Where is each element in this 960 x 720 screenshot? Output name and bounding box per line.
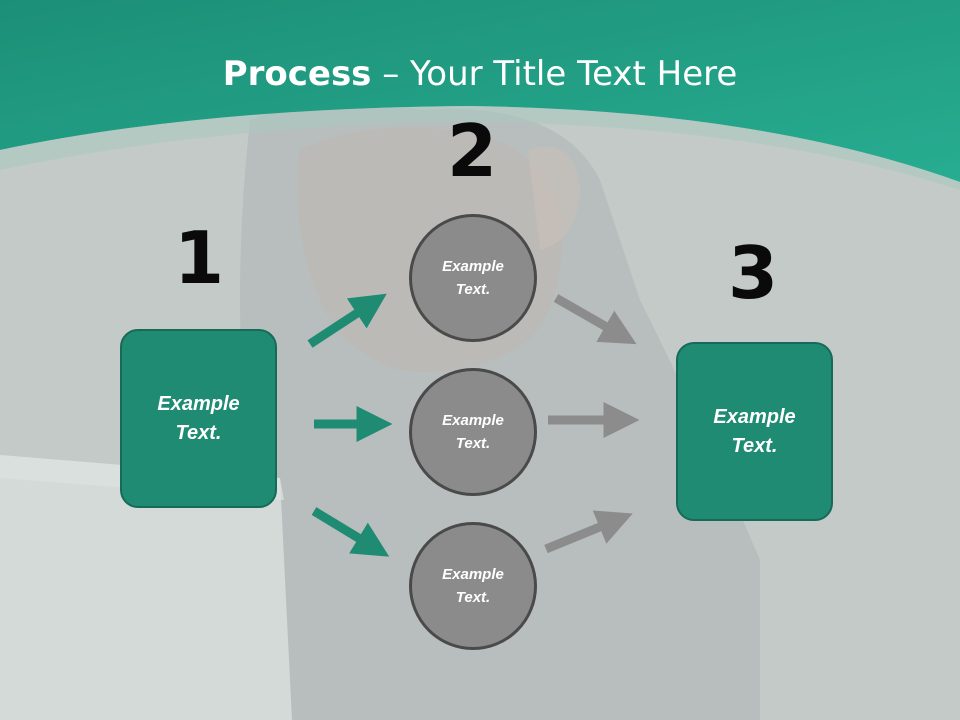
arrow-box1-to-circle3 xyxy=(311,507,390,557)
left-box: Example Text. xyxy=(120,329,277,508)
circle-1: Example Text. xyxy=(409,214,537,342)
arrow-circle3-to-box3 xyxy=(544,510,633,554)
arrow-box1-to-circle1 xyxy=(307,293,387,348)
arrow-circle1-to-box3 xyxy=(553,294,637,345)
circle-3: Example Text. xyxy=(409,522,537,650)
step-number-1: 1 xyxy=(173,216,225,300)
circle-2: Example Text. xyxy=(409,368,537,496)
header-band xyxy=(0,0,960,190)
step-number-2: 2 xyxy=(446,109,498,193)
step-number-3: 3 xyxy=(727,231,779,315)
right-box: Example Text. xyxy=(676,342,833,521)
title-bold: Process xyxy=(222,54,372,94)
title-rest: – Your Title Text Here xyxy=(371,54,738,94)
page-title: Process – Your Title Text Here xyxy=(0,52,960,96)
